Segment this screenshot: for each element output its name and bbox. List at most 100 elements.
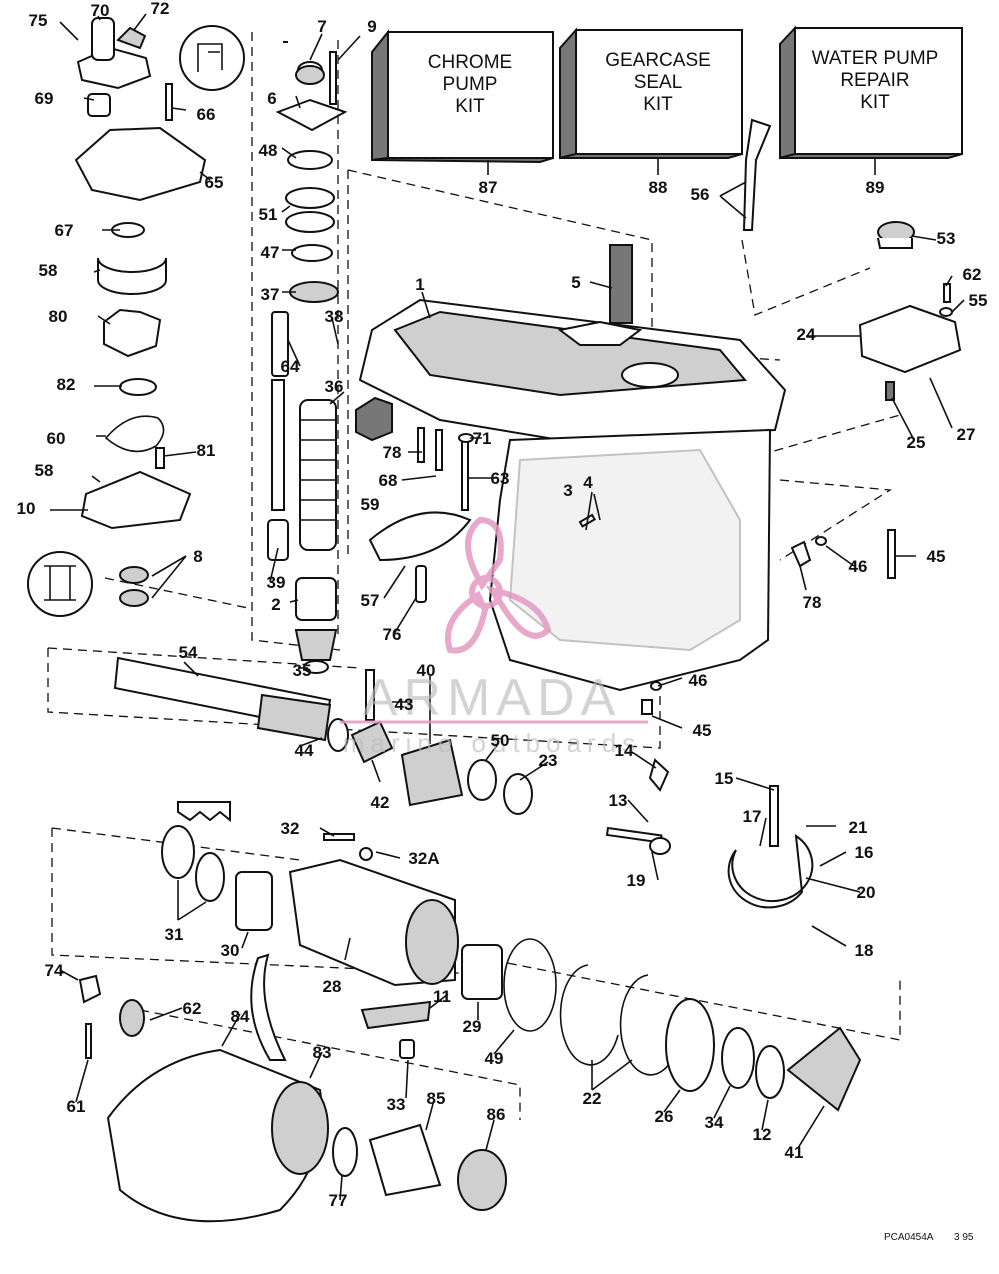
kit-part-number[interactable]: 88 bbox=[649, 178, 668, 197]
part-callout-number[interactable]: 25 bbox=[907, 433, 926, 452]
part-callout-number[interactable]: 15 bbox=[715, 769, 734, 788]
part-callout-number[interactable]: 34 bbox=[705, 1113, 724, 1132]
part-callout-number[interactable]: 83 bbox=[313, 1043, 332, 1062]
part-callout-number[interactable]: 27 bbox=[957, 425, 976, 444]
drive-shaft-assembly[interactable] bbox=[267, 41, 348, 674]
part-callout-number[interactable]: 44 bbox=[295, 741, 314, 760]
bearing-housing-assembly[interactable] bbox=[161, 825, 862, 1112]
part-callout-number[interactable]: 13 bbox=[609, 791, 628, 810]
part-callout-number[interactable]: 7 bbox=[317, 17, 326, 36]
part-callout-number[interactable]: 40 bbox=[417, 661, 436, 680]
part-callout-number[interactable]: 46 bbox=[689, 671, 708, 690]
part-callout-number[interactable]: 18 bbox=[855, 941, 874, 960]
part-callout-number[interactable]: 37 bbox=[261, 285, 280, 304]
part-callout-number[interactable]: 4 bbox=[583, 473, 593, 492]
part-callout-number[interactable]: 64 bbox=[281, 357, 300, 376]
part-callout-number[interactable]: 60 bbox=[47, 429, 66, 448]
part-callout-number[interactable]: 2 bbox=[271, 595, 280, 614]
part-callout-number[interactable]: 49 bbox=[485, 1049, 504, 1068]
part-callout-number[interactable]: 48 bbox=[259, 141, 278, 160]
part-callout-number[interactable]: 6 bbox=[267, 89, 276, 108]
part-callout-number[interactable]: 59 bbox=[361, 495, 380, 514]
part-callout-number[interactable]: 85 bbox=[427, 1089, 446, 1108]
part-callout-number[interactable]: 45 bbox=[693, 721, 712, 740]
water-pump-assembly[interactable] bbox=[74, 17, 207, 607]
part-callout-number[interactable]: 14 bbox=[615, 741, 634, 760]
part-callout-number[interactable]: 20 bbox=[857, 883, 876, 902]
part-callout-number[interactable]: 54 bbox=[179, 643, 198, 662]
part-callout-number[interactable]: 65 bbox=[205, 173, 224, 192]
part-callout-number[interactable]: 55 bbox=[969, 291, 988, 310]
part-callout-number[interactable]: 62 bbox=[963, 265, 982, 284]
part-callout-number[interactable]: 58 bbox=[35, 461, 54, 480]
part-callout-number[interactable]: 42 bbox=[371, 793, 390, 812]
part-callout-number[interactable]: 86 bbox=[487, 1105, 506, 1124]
part-callout-number[interactable]: 1 bbox=[415, 275, 424, 294]
part-callout-number[interactable]: 28 bbox=[323, 977, 342, 996]
part-callout-number[interactable]: 29 bbox=[463, 1017, 482, 1036]
part-callout-number[interactable]: 39 bbox=[267, 573, 286, 592]
part-callout-number[interactable]: 19 bbox=[627, 871, 646, 890]
part-callout-number[interactable]: 50 bbox=[491, 731, 510, 750]
part-callout-number[interactable]: 9 bbox=[367, 17, 376, 36]
part-callout-number[interactable]: 23 bbox=[539, 751, 558, 770]
part-callout-number[interactable]: 62 bbox=[183, 999, 202, 1018]
housing-fasteners[interactable] bbox=[323, 427, 662, 861]
part-callout-number[interactable]: 10 bbox=[17, 499, 36, 518]
part-callout-number[interactable]: 75 bbox=[29, 11, 48, 30]
part-callout-number[interactable]: 43 bbox=[395, 695, 414, 714]
part-callout-number[interactable]: 35 bbox=[293, 661, 312, 680]
part-callout-number[interactable]: 56 bbox=[691, 185, 710, 204]
part-callout-number[interactable]: 38 bbox=[325, 307, 344, 326]
kit-box-gearcase-seal[interactable]: GEARCASE SEAL KIT bbox=[559, 27, 743, 175]
part-callout-number[interactable]: 58 bbox=[39, 261, 58, 280]
part-callout-number[interactable]: 36 bbox=[325, 377, 344, 396]
kit-box-water-pump-repair[interactable]: WATER PUMP REPAIR KIT bbox=[779, 25, 963, 175]
part-callout-number[interactable]: 32A bbox=[408, 849, 439, 868]
part-callout-number[interactable]: 80 bbox=[49, 307, 68, 326]
part-callout-number[interactable]: 12 bbox=[753, 1125, 772, 1144]
part-callout-number[interactable]: 84 bbox=[231, 1007, 250, 1026]
kit-box-chrome-pump[interactable]: CHROME PUMP KIT bbox=[371, 29, 554, 175]
part-callout-number[interactable]: 26 bbox=[655, 1107, 674, 1126]
part-callout-number[interactable]: 24 bbox=[797, 325, 816, 344]
part-callout-number[interactable]: 61 bbox=[67, 1097, 86, 1116]
part-callout-number[interactable]: 51 bbox=[259, 205, 278, 224]
part-callout-number[interactable]: 82 bbox=[57, 375, 76, 394]
right-water-pump-housing[interactable] bbox=[742, 118, 962, 579]
part-callout-number[interactable]: 8 bbox=[193, 547, 202, 566]
part-callout-number[interactable]: 11 bbox=[433, 987, 451, 1006]
part-callout-number[interactable]: 21 bbox=[849, 818, 868, 837]
part-callout-number[interactable]: 78 bbox=[803, 593, 822, 612]
propeller-shaft-assembly[interactable] bbox=[113, 656, 814, 909]
kit-part-number[interactable]: 89 bbox=[866, 178, 885, 197]
part-callout-number[interactable]: 78 bbox=[383, 443, 402, 462]
part-callout-number[interactable]: 67 bbox=[55, 221, 74, 240]
part-callout-number[interactable]: 63 bbox=[491, 469, 510, 488]
part-callout-number[interactable]: 33 bbox=[387, 1095, 406, 1114]
part-callout-number[interactable]: 47 bbox=[261, 243, 280, 262]
part-callout-number[interactable]: 77 bbox=[329, 1191, 348, 1210]
part-callout-number[interactable]: 71 bbox=[473, 429, 492, 448]
part-callout-number[interactable]: 81 bbox=[197, 441, 216, 460]
part-callout-number[interactable]: 45 bbox=[927, 547, 946, 566]
propeller-assembly[interactable] bbox=[78, 953, 507, 1223]
part-callout-number[interactable]: 22 bbox=[583, 1089, 602, 1108]
part-callout-number[interactable]: 74 bbox=[45, 961, 64, 980]
part-callout-number[interactable]: 3 bbox=[563, 481, 572, 500]
part-callout-number[interactable]: 70 bbox=[91, 1, 110, 20]
gearcase-housing[interactable] bbox=[355, 244, 787, 692]
part-callout-number[interactable]: 16 bbox=[855, 843, 874, 862]
part-callout-number[interactable]: 41 bbox=[785, 1143, 804, 1162]
part-callout-number[interactable]: 31 bbox=[165, 925, 184, 944]
part-callout-number[interactable]: 53 bbox=[937, 229, 956, 248]
part-callout-number[interactable]: 30 bbox=[221, 941, 240, 960]
part-callout-number[interactable]: 46 bbox=[849, 557, 868, 576]
part-callout-number[interactable]: 76 bbox=[383, 625, 402, 644]
part-callout-number[interactable]: 5 bbox=[571, 273, 580, 292]
part-callout-number[interactable]: 17 bbox=[743, 807, 762, 826]
part-callout-number[interactable]: 57 bbox=[361, 591, 380, 610]
part-callout-number[interactable]: 32 bbox=[281, 819, 300, 838]
kit-part-number[interactable]: 87 bbox=[479, 178, 498, 197]
part-callout-number[interactable]: 72 bbox=[151, 0, 170, 18]
